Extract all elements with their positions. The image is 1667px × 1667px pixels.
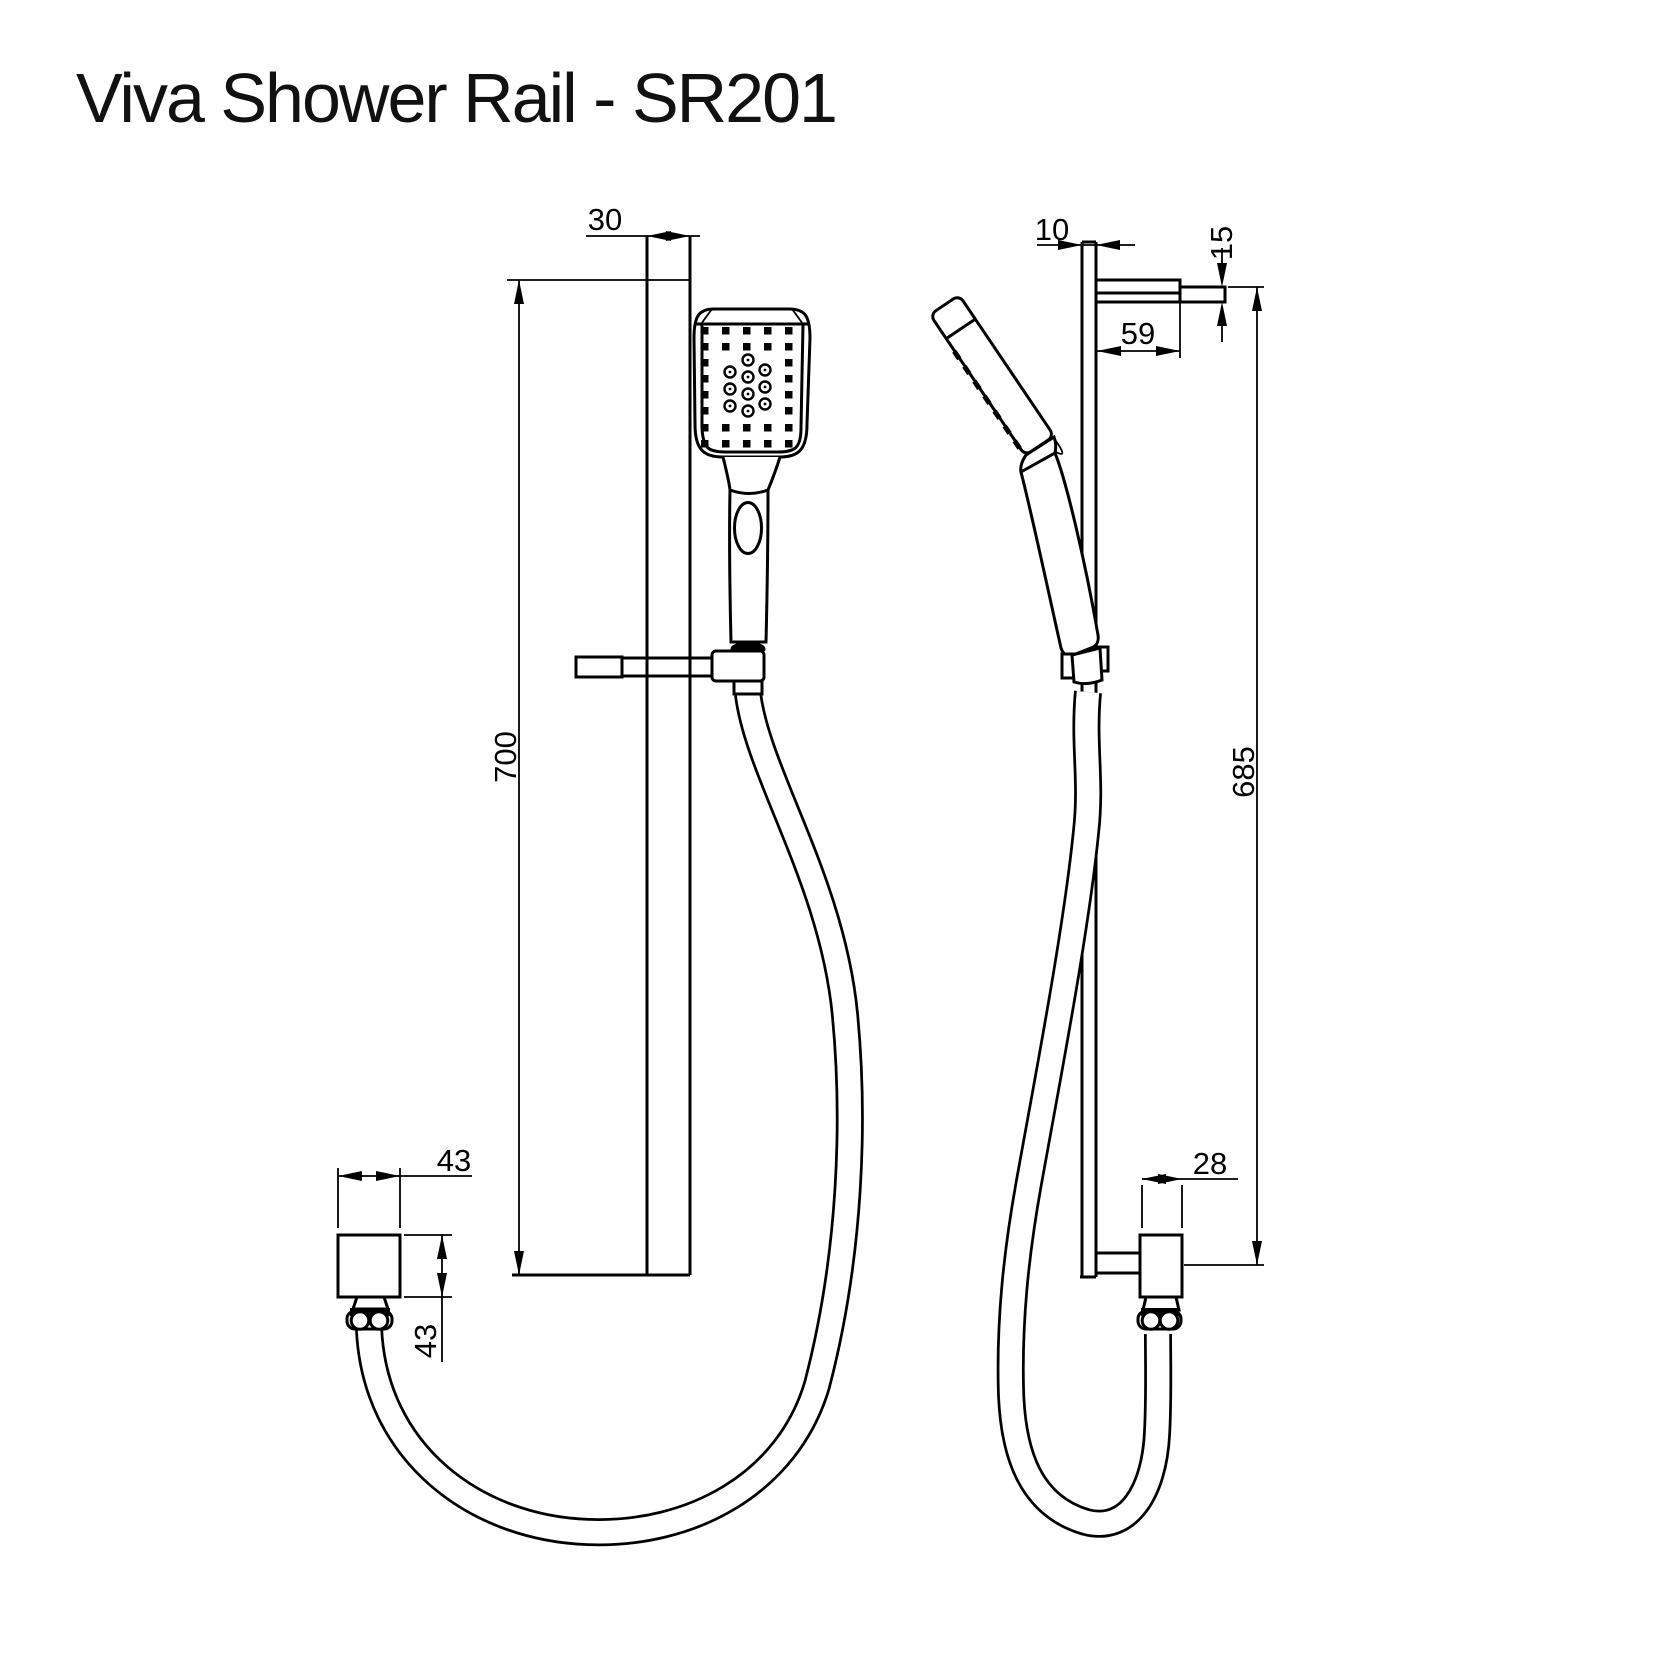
nozzle-square	[785, 327, 793, 335]
slider-clamp	[710, 649, 766, 683]
side-outlet-nut	[1136, 1308, 1183, 1331]
nozzle-grid	[701, 327, 793, 448]
nozzle-square	[785, 375, 793, 383]
nozzle-square	[701, 440, 709, 448]
side-bottom-bracket	[1094, 1251, 1142, 1275]
dim-side-rail-length: 685	[1184, 286, 1264, 1266]
nozzle-circle	[723, 365, 737, 379]
dim-front-outlet-height: 43	[404, 1234, 452, 1362]
nozzle-square	[722, 440, 730, 448]
nozzle-circle-dot	[728, 404, 732, 408]
nozzle-square	[764, 424, 772, 432]
dim-side-bracket-length: 59	[1096, 295, 1181, 358]
nozzle-square	[743, 440, 751, 448]
nozzle-square	[764, 440, 772, 448]
dim-label: 30	[588, 202, 622, 237]
dim-label: 685	[1226, 746, 1261, 798]
dim-side-outlet-depth: 28	[1141, 1146, 1238, 1228]
nozzle-square	[743, 343, 751, 351]
nozzle-square	[701, 407, 709, 415]
front-handle	[721, 456, 782, 657]
nozzle-square	[701, 343, 709, 351]
nozzle-circle-dot	[763, 402, 767, 406]
nozzle-circle	[758, 397, 772, 411]
dim-label: 43	[437, 1143, 471, 1178]
nozzle-circle-dot	[728, 387, 732, 391]
nozzle-square	[722, 343, 730, 351]
dim-side-bracket-thickness: 15	[1204, 226, 1239, 342]
side-wall-outlet	[1136, 1233, 1184, 1331]
front-view: 30 700 43	[336, 202, 864, 1547]
side-hose	[996, 690, 1173, 1538]
dim-label: 59	[1121, 316, 1155, 351]
side-hose-adapter	[1070, 646, 1104, 686]
nozzle-square	[785, 424, 793, 432]
nozzle-circle	[741, 404, 755, 418]
nozzle-circle-dot	[763, 368, 767, 372]
nozzle-circle	[741, 370, 755, 384]
side-shower-head	[931, 296, 1053, 455]
side-clamp	[1060, 645, 1110, 686]
nozzle-square	[701, 327, 709, 335]
front-hose	[355, 692, 864, 1547]
front-shower-head	[692, 307, 812, 459]
nozzle-circle-dot	[746, 409, 750, 413]
nozzle-circle	[758, 380, 772, 394]
handle-spray-button	[733, 501, 763, 555]
nozzle-square	[722, 424, 730, 432]
nozzle-circle-dot	[728, 370, 732, 374]
nozzle-square	[785, 343, 793, 351]
nozzle-square	[701, 424, 709, 432]
nozzle-square	[764, 327, 772, 335]
nozzle-circle-dot	[746, 375, 750, 379]
nozzle-square	[722, 327, 730, 335]
dim-front-rail-width: 30	[586, 202, 700, 241]
slider-holder-bar	[574, 655, 715, 679]
nozzle-circle	[758, 363, 772, 377]
side-wall-plate	[1178, 285, 1227, 304]
dim-label: 28	[1193, 1146, 1227, 1181]
dim-label: 700	[488, 731, 523, 783]
nozzle-square	[785, 407, 793, 415]
nozzle-square	[743, 424, 751, 432]
dim-label: 15	[1204, 226, 1239, 260]
dim-side-rail-depth: 10	[1035, 212, 1135, 250]
side-top-bracket	[1094, 278, 1227, 304]
nozzle-square	[785, 391, 793, 399]
handle-hose-adapter	[732, 679, 764, 696]
nozzle-square	[701, 359, 709, 367]
front-wall-outlet	[336, 1233, 402, 1331]
front-rail	[512, 236, 692, 1277]
nozzle-circle	[741, 353, 755, 367]
side-view: 10 15 59	[931, 212, 1264, 1538]
dim-label: 43	[408, 1324, 443, 1358]
nozzle-square	[743, 327, 751, 335]
nozzle-circle	[723, 399, 737, 413]
nozzle-square	[701, 375, 709, 383]
nozzle-circle-dot	[763, 385, 767, 389]
nozzle-circle-dot	[746, 392, 750, 396]
nozzle-square	[764, 343, 772, 351]
dim-front-rail-height: 700	[488, 279, 690, 1275]
nozzle-circle	[723, 382, 737, 396]
nozzle-square	[785, 359, 793, 367]
dim-front-outlet-width: 43	[337, 1143, 472, 1228]
nozzle-circle-dot	[746, 358, 750, 362]
nozzle-square	[785, 440, 793, 448]
page-title: Viva Shower Rail - SR201	[76, 59, 838, 137]
nozzle-square	[701, 391, 709, 399]
front-outlet-nut	[345, 1308, 394, 1331]
side-handle	[1019, 434, 1100, 658]
nozzle-circle	[741, 387, 755, 401]
dim-label: 10	[1035, 212, 1069, 247]
